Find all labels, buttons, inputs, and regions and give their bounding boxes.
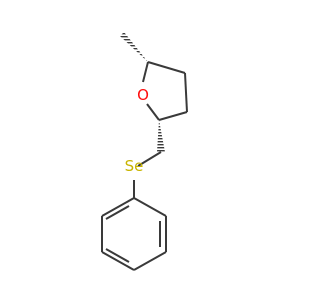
phenyl-ring <box>101 197 167 271</box>
ring-bond-c4-c3 <box>184 72 188 113</box>
stereo-hash-bond-methyl <box>120 32 148 62</box>
ring-bond-o-c5 <box>142 61 149 83</box>
selenium-atom-label: Se <box>125 157 144 175</box>
oxygen-atom-label: O <box>137 86 149 104</box>
stereo-hash-bond-ch2 <box>157 120 165 152</box>
molecule-diagram: O Se <box>101 32 188 271</box>
ring-bond-c2-o <box>146 103 160 121</box>
bond-ch2-se <box>137 151 162 167</box>
ring-bond-c5-c4 <box>147 61 186 74</box>
ring-bond-c3-c2 <box>158 111 188 121</box>
